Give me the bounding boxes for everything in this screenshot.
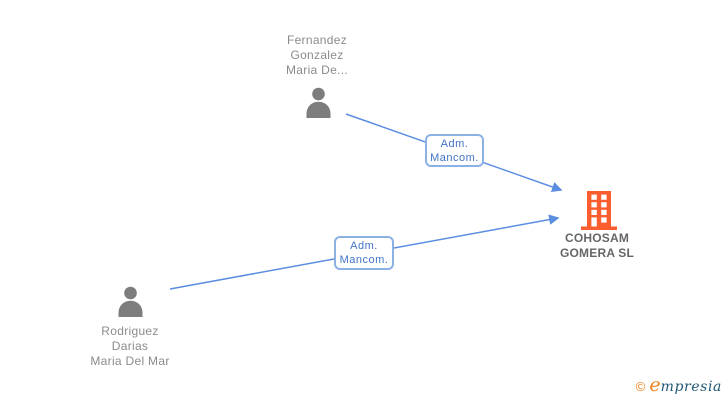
person-bottom-label-line3: Maria Del Mar xyxy=(90,354,170,368)
empresia-logo[interactable]: © e mpresia xyxy=(636,374,722,396)
person-top-label-line2: Gonzalez xyxy=(290,48,344,62)
building-icon[interactable] xyxy=(581,191,617,230)
company-label[interactable]: COHOSAM GOMERA SL xyxy=(517,231,677,261)
person-bottom-label-line1: Rodriguez xyxy=(101,324,159,338)
company-label-line2: GOMERA SL xyxy=(559,246,635,260)
edge-label-adm-mancom-bottom[interactable]: Adm. Mancom. xyxy=(334,236,394,270)
company-label-line1: COHOSAM xyxy=(564,231,630,245)
person-top-label-line3: Maria De... xyxy=(286,63,348,77)
brand-initial: e xyxy=(649,374,661,396)
edge-label-line1: Adm. xyxy=(440,137,469,150)
person-bottom-label-line2: Darias xyxy=(111,339,149,353)
edge-label-line2: Mancom. xyxy=(339,254,389,266)
edge-label-line1: Adm. xyxy=(350,240,378,252)
person-top-label-line1: Fernandez xyxy=(286,33,348,47)
person-bottom-label[interactable]: Rodriguez Darias Maria Del Mar xyxy=(50,324,210,369)
edge-label-adm-mancom-top[interactable]: Adm. Mancom. xyxy=(425,134,484,167)
person-icon[interactable] xyxy=(116,286,145,317)
edge-label-line2: Mancom. xyxy=(430,151,479,164)
person-icon[interactable] xyxy=(304,87,333,118)
brand-name: mpresia xyxy=(660,379,722,395)
copyright-icon: © xyxy=(635,379,646,394)
person-top-label[interactable]: Fernandez Gonzalez Maria De... xyxy=(237,33,397,78)
